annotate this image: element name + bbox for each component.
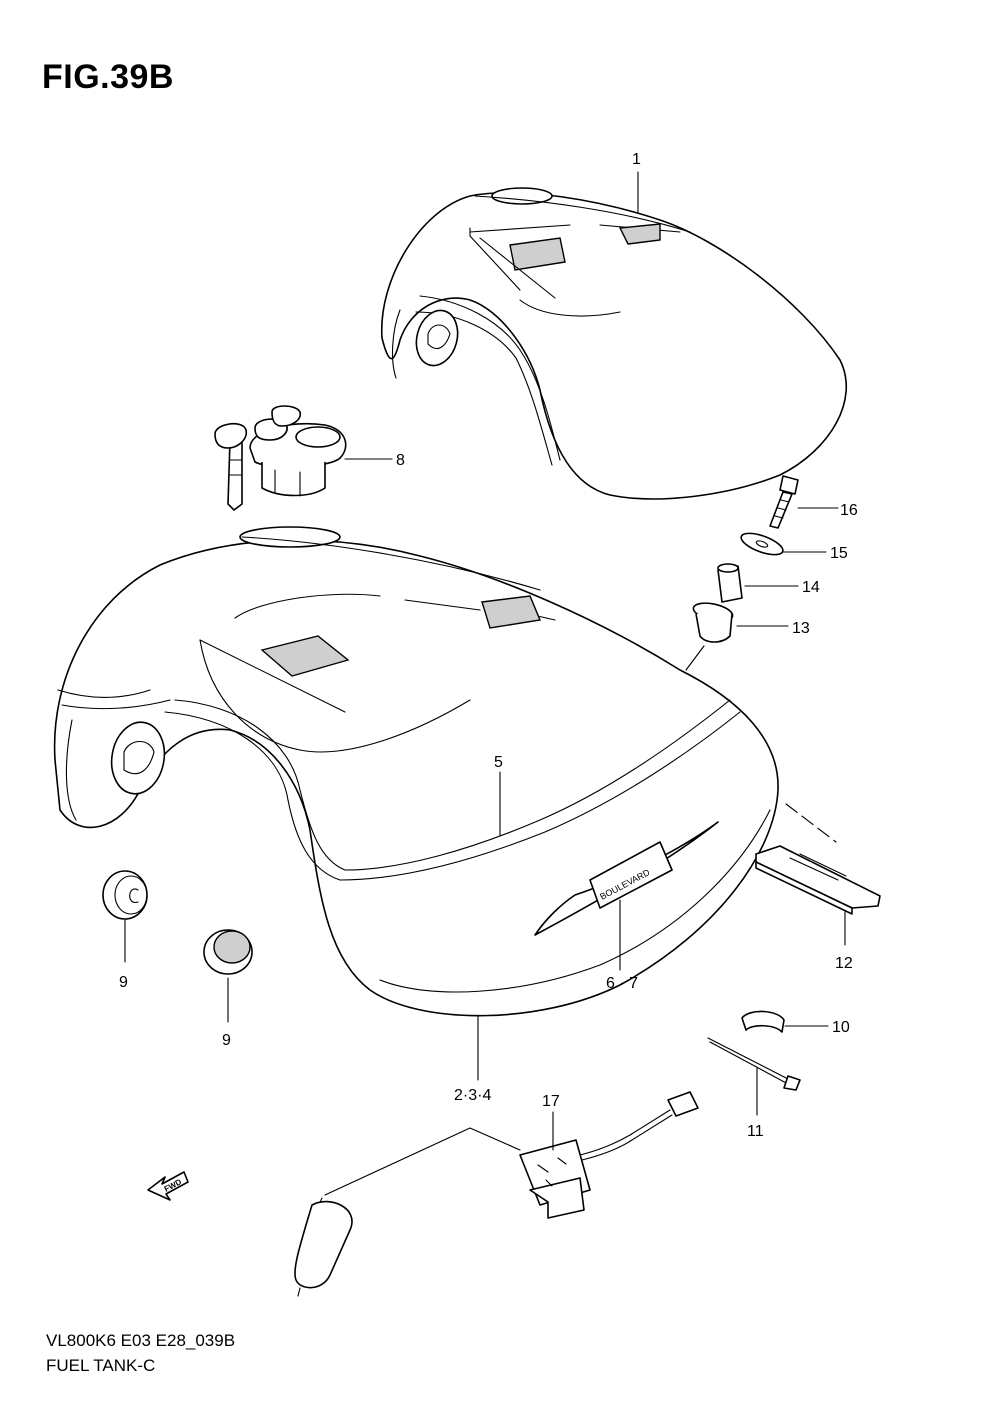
callout-1: 1 <box>632 151 641 168</box>
diagram-name: FUEL TANK-C <box>46 1356 156 1375</box>
callout-16: 16 <box>840 502 858 519</box>
callout-9b: 9 <box>222 1032 231 1049</box>
collar-14 <box>717 563 743 603</box>
callout-13: 13 <box>792 620 810 637</box>
callout-17: 17 <box>542 1093 560 1110</box>
washer-15 <box>740 532 784 556</box>
figure-title: FIG.39B <box>42 58 174 96</box>
upper-fuel-tank <box>381 187 848 500</box>
callout-15: 15 <box>830 545 848 562</box>
diagram-code: VL800K6 E03 E28_039B <box>46 1331 236 1350</box>
leader-13-tank <box>685 645 705 671</box>
cushion-12 <box>755 803 881 915</box>
clamp-10 <box>741 1010 785 1033</box>
bolt-16 <box>769 475 799 529</box>
main-fuel-tank: BOULEVARD <box>53 526 779 1017</box>
callout-8: 8 <box>396 452 405 469</box>
callout-2-3-4: 2·3·4 <box>454 1087 491 1104</box>
cushion-13 <box>692 602 734 643</box>
forward-direction-icon: FWD <box>147 1171 189 1201</box>
fuel-cap-assembly <box>214 405 347 511</box>
callout-9a: 9 <box>119 974 128 991</box>
cap-9a <box>102 870 148 920</box>
callout-14: 14 <box>802 579 820 596</box>
fuel-gauge-17 <box>294 1091 699 1297</box>
callout-12: 12 <box>835 955 853 972</box>
callout-5: 5 <box>494 754 503 771</box>
callout-6-7: 6 · 7 <box>606 975 638 992</box>
callout-11: 11 <box>747 1123 764 1140</box>
callout-10: 10 <box>832 1019 850 1036</box>
cable-tie-11 <box>707 1037 801 1091</box>
cap-9b <box>203 929 253 975</box>
